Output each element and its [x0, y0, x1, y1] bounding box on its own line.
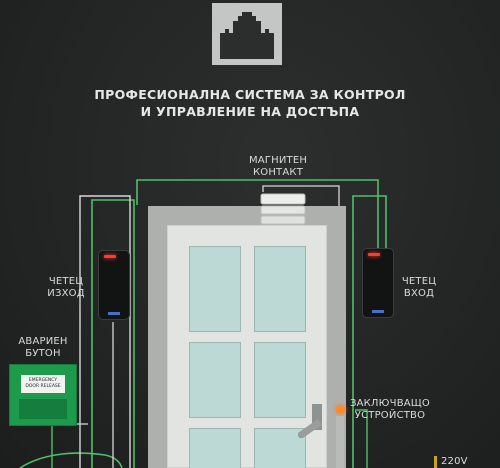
emergency-button-label: АВАРИЕН БУТОН: [18, 336, 68, 359]
title-line-2: И УПРАВЛЕНИЕ НА ДОСТЪПА: [140, 104, 360, 119]
door-pane: [254, 246, 306, 332]
emergency-door-release: EMERGENCY DOOR RELEASE: [9, 364, 77, 426]
door-pane: [189, 342, 241, 418]
door-pane: [189, 246, 241, 332]
door-handle-icon: [298, 404, 322, 438]
logo-plaque: [212, 3, 282, 65]
wire-green-top: [136, 179, 379, 258]
locking-device-label: ЗАКЛЮЧВАЩО УСТРОЙСТВО: [349, 398, 431, 421]
magnetic-contact-icon: [260, 193, 306, 225]
entry-reader-label: ЧЕТЕЦ ВХОД: [401, 276, 437, 299]
lock-status-led: [336, 405, 345, 414]
entry-card-reader: [362, 248, 394, 318]
door: [167, 225, 327, 468]
reader-status-led: [368, 253, 380, 256]
exit-reader-label: ЧЕТЕЦ ИЗХОД: [47, 276, 85, 299]
wire-green-cable: [19, 452, 123, 468]
reader-brand-badge: [108, 312, 120, 315]
wire-green-right: [352, 195, 387, 468]
page-title: ПРОФЕСИОНАЛНА СИСТЕМА ЗА КОНТРОЛ И УПРАВ…: [60, 86, 440, 120]
reader-brand-badge: [372, 310, 384, 313]
reader-status-led: [104, 255, 116, 258]
wire-green-left: [91, 199, 135, 468]
door-pane: [254, 342, 306, 418]
title-line-1: ПРОФЕСИОНАЛНА СИСТЕМА ЗА КОНТРОЛ: [94, 87, 406, 102]
release-button-well: [19, 399, 67, 419]
voltage-marker: [434, 456, 437, 468]
exit-card-reader: [98, 250, 130, 320]
door-pane: [189, 428, 241, 468]
wire-green-lock: [355, 409, 368, 468]
wire-white-left: [79, 195, 131, 468]
release-plate: EMERGENCY DOOR RELEASE: [21, 375, 65, 393]
castle-icon: [220, 12, 274, 59]
voltage-label: 220V: [441, 456, 468, 467]
magnetic-contact-label: МАГНИТЕН КОНТАКТ: [248, 155, 308, 178]
locking-device: [336, 416, 344, 468]
